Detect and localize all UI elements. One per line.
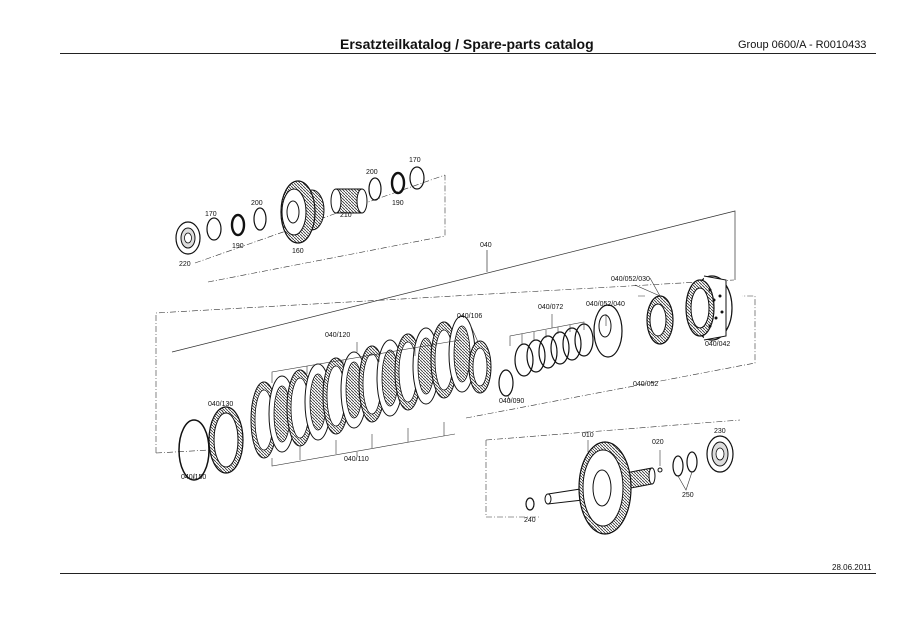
piston-040-052: [634, 277, 674, 345]
callout-040: 040: [480, 242, 492, 249]
ring-170: [206, 217, 222, 241]
callout-040-042: 040/042: [705, 341, 730, 348]
shim-200: [253, 207, 267, 231]
callout-040-150: 040/150: [181, 474, 206, 481]
snap-ring-190-b: [390, 171, 406, 195]
callout-240: 240: [524, 517, 536, 524]
callout-040-052-030: 040/052/030: [611, 276, 650, 283]
callout-200: 200: [251, 200, 263, 207]
callout-040-052-040: 040/052/040: [586, 301, 625, 308]
bearing-220: [175, 221, 201, 255]
clutch-drum-040-042: [685, 275, 733, 342]
catalog-date: 28.06.2011: [832, 563, 872, 572]
output-shaft-010: [544, 440, 656, 535]
ring-040-052-040: [598, 314, 612, 338]
callout-040-052: 040/052: [633, 381, 658, 388]
snap-ring-040-090: [498, 369, 514, 397]
callout-040-090: 040/090: [499, 398, 524, 405]
callout-210: 210: [340, 212, 352, 219]
callout-170: 170: [205, 211, 217, 218]
callout-190: 190: [232, 243, 244, 250]
callout-040-072: 040/072: [538, 304, 563, 311]
ring-240: [525, 497, 535, 511]
disc-pack: [250, 315, 492, 459]
end-plate-040-130: [208, 406, 244, 474]
gear-160: [280, 180, 325, 244]
catalog-title: Ersatzteilkatalog / Spare-parts catalog: [340, 36, 594, 52]
ring-250-a: [672, 455, 684, 477]
needle-bearing-210: [330, 188, 368, 214]
callout-230: 230: [714, 428, 726, 435]
callout-220: 220: [179, 261, 191, 268]
snap-ring-040-150: [178, 419, 210, 481]
ball-020: [657, 467, 663, 473]
callout-190-b: 190: [392, 200, 404, 207]
output-shaft-group: [485, 419, 741, 535]
snap-ring-190: [230, 213, 246, 237]
ring-170-b: [409, 166, 425, 190]
callout-170-b: 170: [409, 157, 421, 164]
callout-leaders-disc: [193, 323, 479, 480]
header-rule: [60, 53, 876, 54]
callout-040-130: 040/130: [208, 401, 233, 408]
bearing-230: [706, 435, 734, 473]
clutch-assembly-040: [155, 210, 756, 481]
group-reference: Group 0600/A - R0010433: [738, 39, 867, 51]
callout-200-b: 200: [366, 169, 378, 176]
callout-250: 250: [682, 492, 694, 499]
upper-gear-group: [175, 166, 446, 283]
callout-020: 020: [652, 439, 664, 446]
shim-200-b: [368, 177, 382, 201]
footer-rule: [60, 573, 876, 574]
callout-040-106: 040/106: [457, 313, 482, 320]
seal-040-052-030: [593, 304, 623, 358]
callout-160: 160: [292, 248, 304, 255]
spring-pack-040-072: [509, 314, 594, 377]
callout-010: 010: [582, 432, 594, 439]
callout-040-120: 040/120: [325, 332, 350, 339]
callout-040-110: 040/110: [344, 456, 369, 463]
ring-250-b: [686, 451, 698, 473]
callout-labels: 220 170 190 200 160 210 200 190 170 040 …: [179, 157, 730, 524]
